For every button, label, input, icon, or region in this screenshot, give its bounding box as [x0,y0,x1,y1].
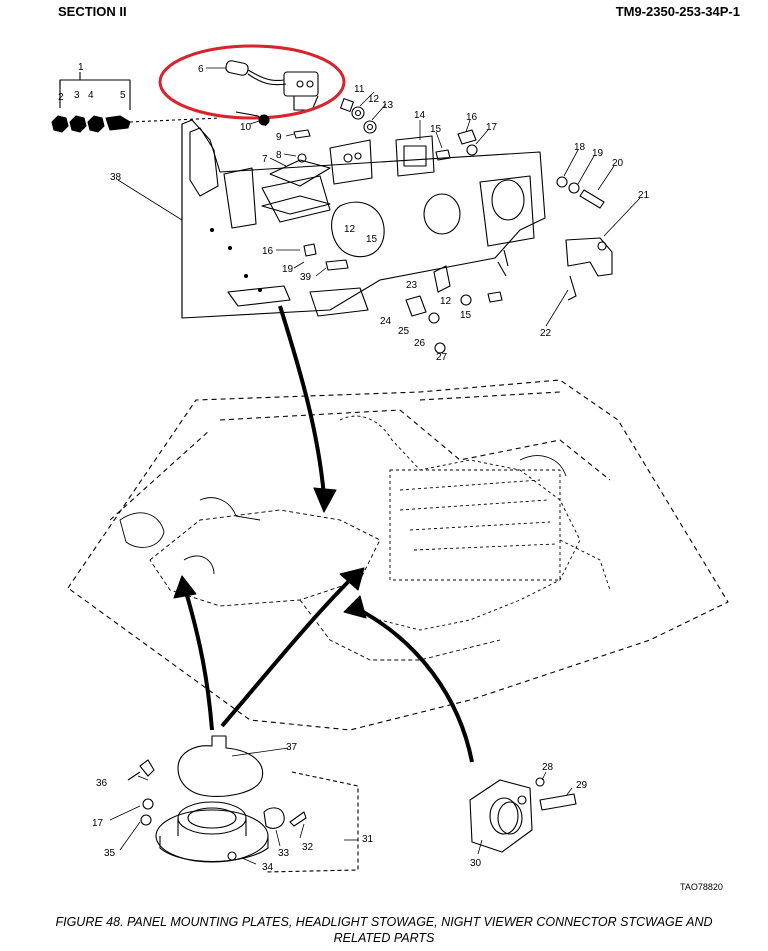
fastener-hardware [235,98,605,209]
callout-13: 13 [382,100,394,111]
callout-21: 21 [638,190,650,201]
callout-19a: 19 [592,148,604,159]
lower-panel-hardware [303,243,503,354]
callout-32: 32 [302,842,314,853]
figure-caption: FIGURE 48. PANEL MOUNTING PLATES, HEADLI… [0,914,768,946]
callout-33: 33 [278,848,290,859]
callout-11: 11 [354,84,365,95]
callout-36: 36 [96,778,108,789]
callout-9: 9 [276,132,282,143]
callout-2: 2 [58,92,64,103]
callout-3: 3 [74,90,80,101]
installation-arrows [184,305,474,763]
kit-parts-2-5 [51,115,221,133]
vehicle-internal-components [119,415,611,661]
callout-17a: 17 [486,122,498,133]
callout-7: 7 [262,154,268,165]
callout-12a: 12 [368,94,380,105]
night-viewer-receptacle [469,777,577,853]
callout-29: 29 [576,780,588,791]
highlight-circle [158,44,346,120]
panel-mounting-plate [181,119,546,319]
callout-14: 14 [414,110,426,121]
callout-19b: 19 [282,264,294,275]
callout-38: 38 [110,172,122,183]
callout-8: 8 [276,150,282,161]
callout-20: 20 [612,158,624,169]
callout-34: 34 [262,862,274,873]
callout-15c: 15 [460,310,472,321]
callout-18: 18 [574,142,586,153]
caption-line-2: RELATED PARTS [333,931,435,945]
callout-17b: 17 [92,818,104,829]
callout-15a: 15 [430,124,442,135]
callout-6: 6 [198,64,204,75]
callout-35: 35 [104,848,116,859]
callout-37: 37 [286,742,298,753]
callout-15b: 15 [366,234,378,245]
callout-5: 5 [120,90,126,101]
callout-23: 23 [406,280,418,291]
callout-16b: 16 [262,246,274,257]
manual-number: TM9-2350-253-34P-1 [615,4,740,19]
callout-26: 26 [414,338,426,349]
callout-25: 25 [398,326,410,337]
bracket-21 [565,237,613,301]
callout-1: 1 [78,62,84,73]
callout-10: 10 [240,122,252,133]
callout-numbers: 1 2 3 4 5 6 10 9 8 7 38 11 12 13 14 15 1… [58,62,723,892]
callout-24: 24 [380,316,392,327]
callout-4: 4 [88,90,94,101]
callout-28: 28 [542,762,554,773]
callout-leaders [109,67,641,865]
callout-39: 39 [300,272,312,283]
vehicle-hull-outline [67,379,729,731]
callout-12c: 12 [440,296,452,307]
caption-line-1: FIGURE 48. PANEL MOUNTING PLATES, HEADLI… [55,915,713,929]
headlight-stowage-assembly [127,735,359,873]
callout-27: 27 [436,352,448,363]
callout-12b: 12 [344,224,356,235]
kit-group-box [59,72,131,110]
callout-31: 31 [362,834,374,845]
callout-30: 30 [470,858,482,869]
drawing-code: TAO78820 [680,882,723,892]
arrow-heads [173,487,367,619]
callout-16a: 16 [466,112,478,123]
night-viewer-connector [225,60,319,111]
callout-22: 22 [540,328,552,339]
section-label: SECTION II [58,4,127,19]
